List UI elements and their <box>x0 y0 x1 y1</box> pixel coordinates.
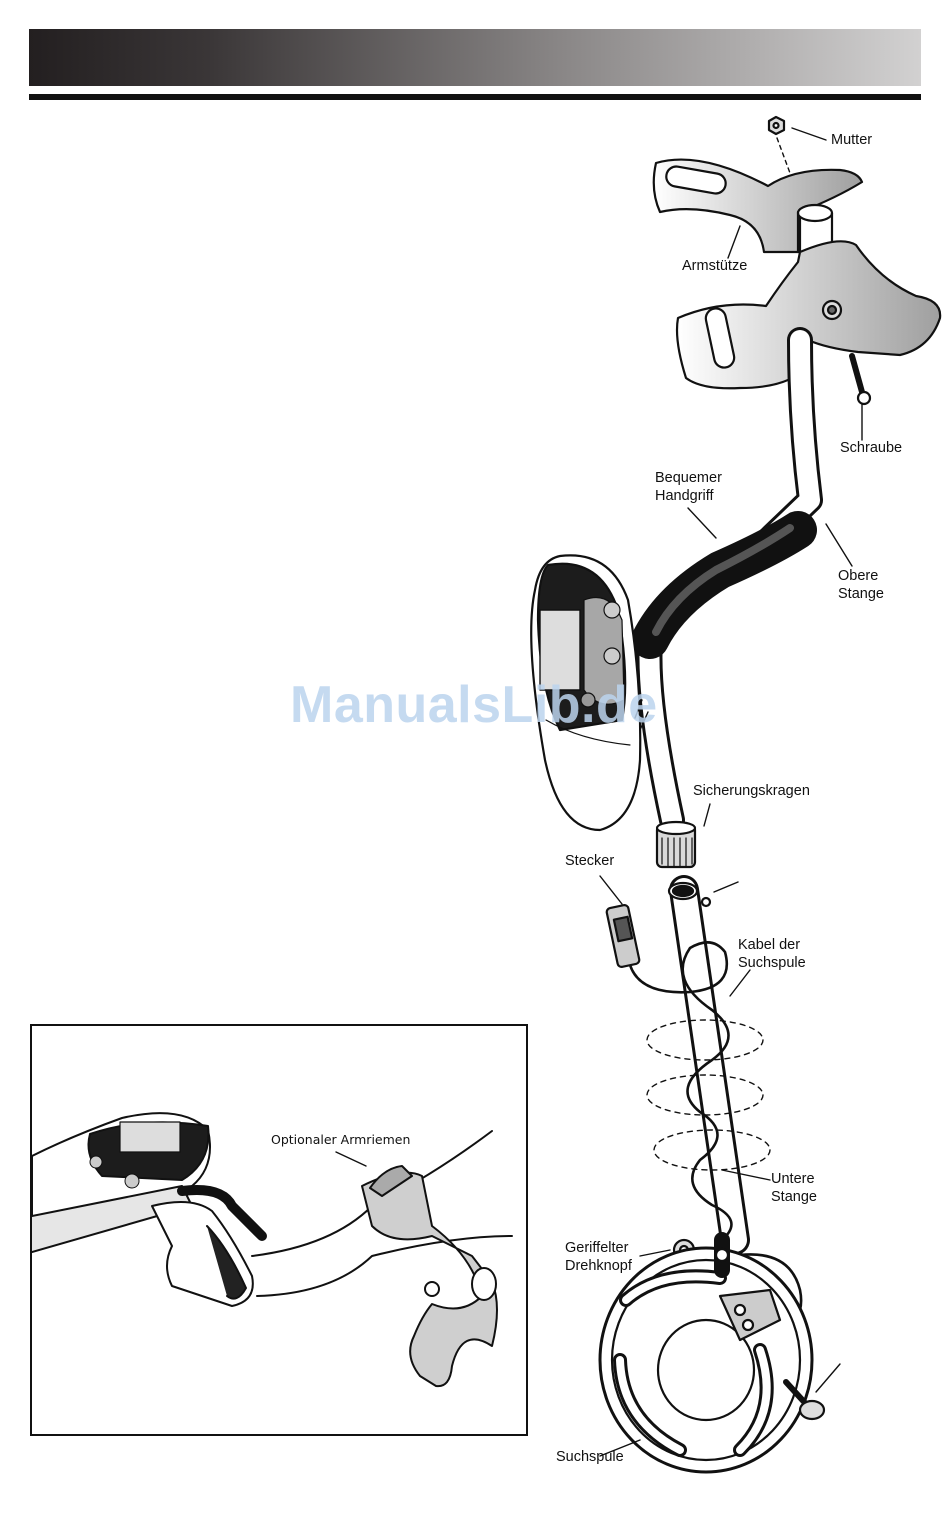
lower-shaft-part <box>669 883 735 1240</box>
label-kabel: Kabel der Suchspule <box>738 936 806 972</box>
inset-label-armriemen: Optionaler Armriemen <box>271 1132 410 1147</box>
label-sicherungskragen: Sicherungskragen <box>693 782 810 800</box>
label-stecker: Stecker <box>565 852 614 870</box>
label-schraube: Schraube <box>840 439 902 457</box>
label-drehknopf: Geriffelter Drehknopf <box>565 1239 632 1275</box>
inset-armstrap-panel <box>30 1024 528 1436</box>
locking-collar-part <box>657 822 695 867</box>
label-handgriff: Bequemer Handgriff <box>655 469 722 505</box>
label-obere-stange: Obere Stange <box>838 567 884 603</box>
watermark-text: ManualsLib.de <box>290 675 658 735</box>
label-untere-stange: Untere Stange <box>771 1170 817 1206</box>
inset-armstrap-drawing <box>32 1026 526 1434</box>
screw-part <box>852 356 870 404</box>
label-suchspule: Suchspule <box>556 1448 624 1466</box>
nut-part <box>769 117 784 134</box>
label-mutter: Mutter <box>831 131 872 149</box>
upper-shaft-part <box>649 340 810 820</box>
label-armstuetze: Armstütze <box>682 257 747 275</box>
